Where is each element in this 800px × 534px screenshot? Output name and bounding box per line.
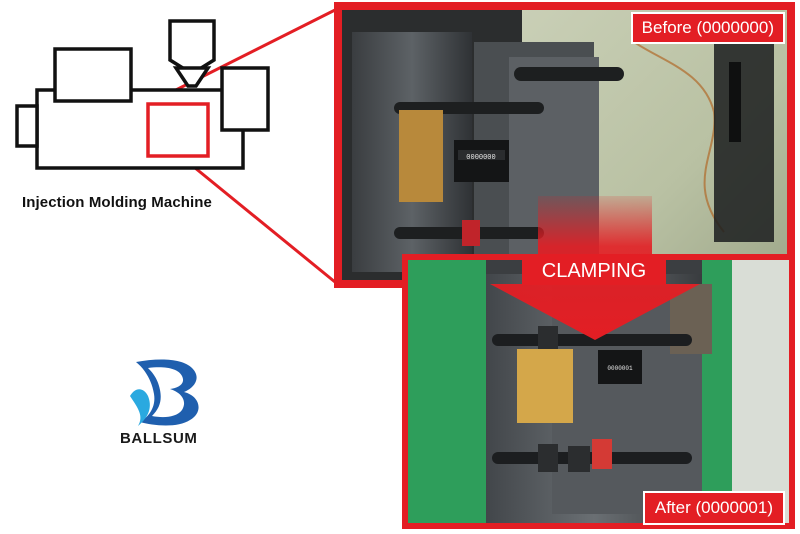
machine-caption: Injection Molding Machine [22, 194, 212, 211]
machine-left-block [15, 104, 39, 148]
clamping-label: CLAMPING [522, 258, 666, 285]
after-label: After (0000001) [642, 491, 785, 525]
hopper-shape [168, 19, 216, 72]
logo-text: BALLSUM [120, 430, 198, 447]
hopper-neck [172, 66, 212, 88]
machine-right-block [220, 66, 270, 132]
machine-top-block [53, 47, 133, 103]
before-label: Before (0000000) [630, 12, 785, 44]
ballsum-logo-icon [130, 359, 199, 426]
machine-outline [15, 19, 270, 170]
mold-highlight-box [146, 102, 210, 158]
counter-after-readout: 0000001 [607, 365, 633, 372]
counter-before-readout: 0000000 [466, 154, 495, 162]
